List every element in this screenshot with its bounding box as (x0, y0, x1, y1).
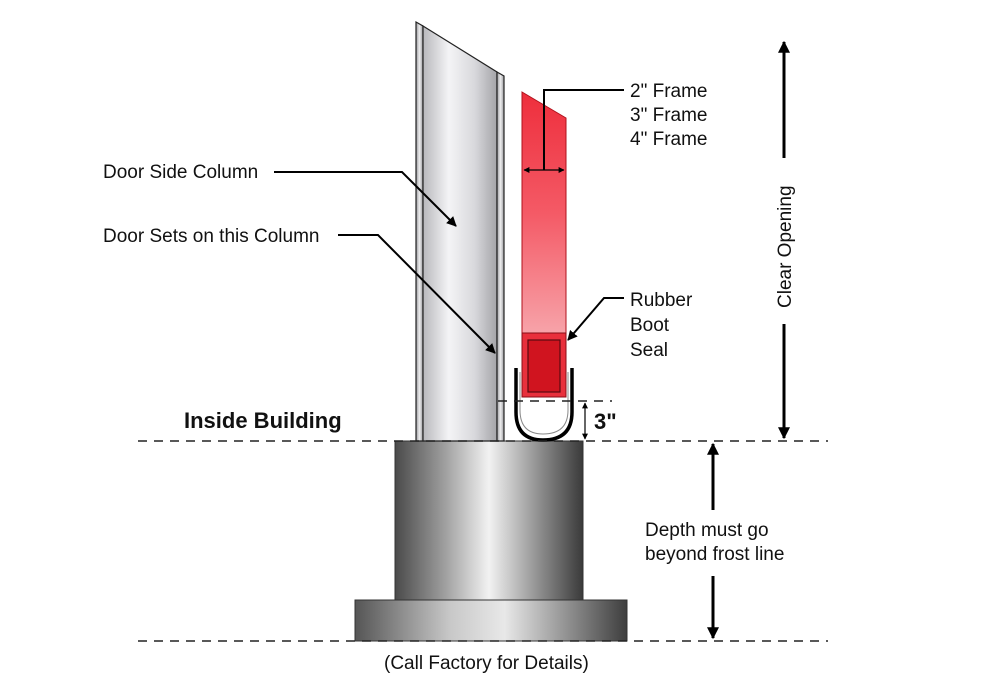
rubber-boot (514, 368, 574, 442)
footing-base (354, 599, 628, 642)
label-frame-3: 3" Frame (630, 105, 707, 126)
door-side-column-leader (274, 171, 457, 227)
label-clear-opening: Clear Opening (775, 185, 796, 308)
label-inside-building: Inside Building (184, 408, 342, 433)
door-sets-column-leader (338, 234, 496, 354)
frame-leader (543, 89, 624, 170)
footing-block (394, 440, 584, 602)
label-frame-4: 4" Frame (630, 129, 707, 150)
label-seal: Seal (630, 340, 668, 361)
label-depth-line1: Depth must go (645, 520, 769, 541)
label-door-side-column: Door Side Column (103, 162, 258, 183)
door-side-column (415, 20, 505, 442)
label-footer: (Call Factory for Details) (384, 653, 589, 674)
rubber-boot-seal-block (527, 339, 561, 393)
label-depth-line2: beyond frost line (645, 544, 784, 565)
red-frame (521, 91, 567, 398)
label-door-sets-column: Door Sets on this Column (103, 226, 320, 247)
label-three-inch: 3" (594, 409, 617, 434)
rubber-boot-seal-leader (567, 297, 624, 341)
label-boot: Boot (630, 315, 670, 336)
label-frame-2: 2" Frame (630, 81, 707, 102)
label-rubber: Rubber (630, 290, 693, 311)
